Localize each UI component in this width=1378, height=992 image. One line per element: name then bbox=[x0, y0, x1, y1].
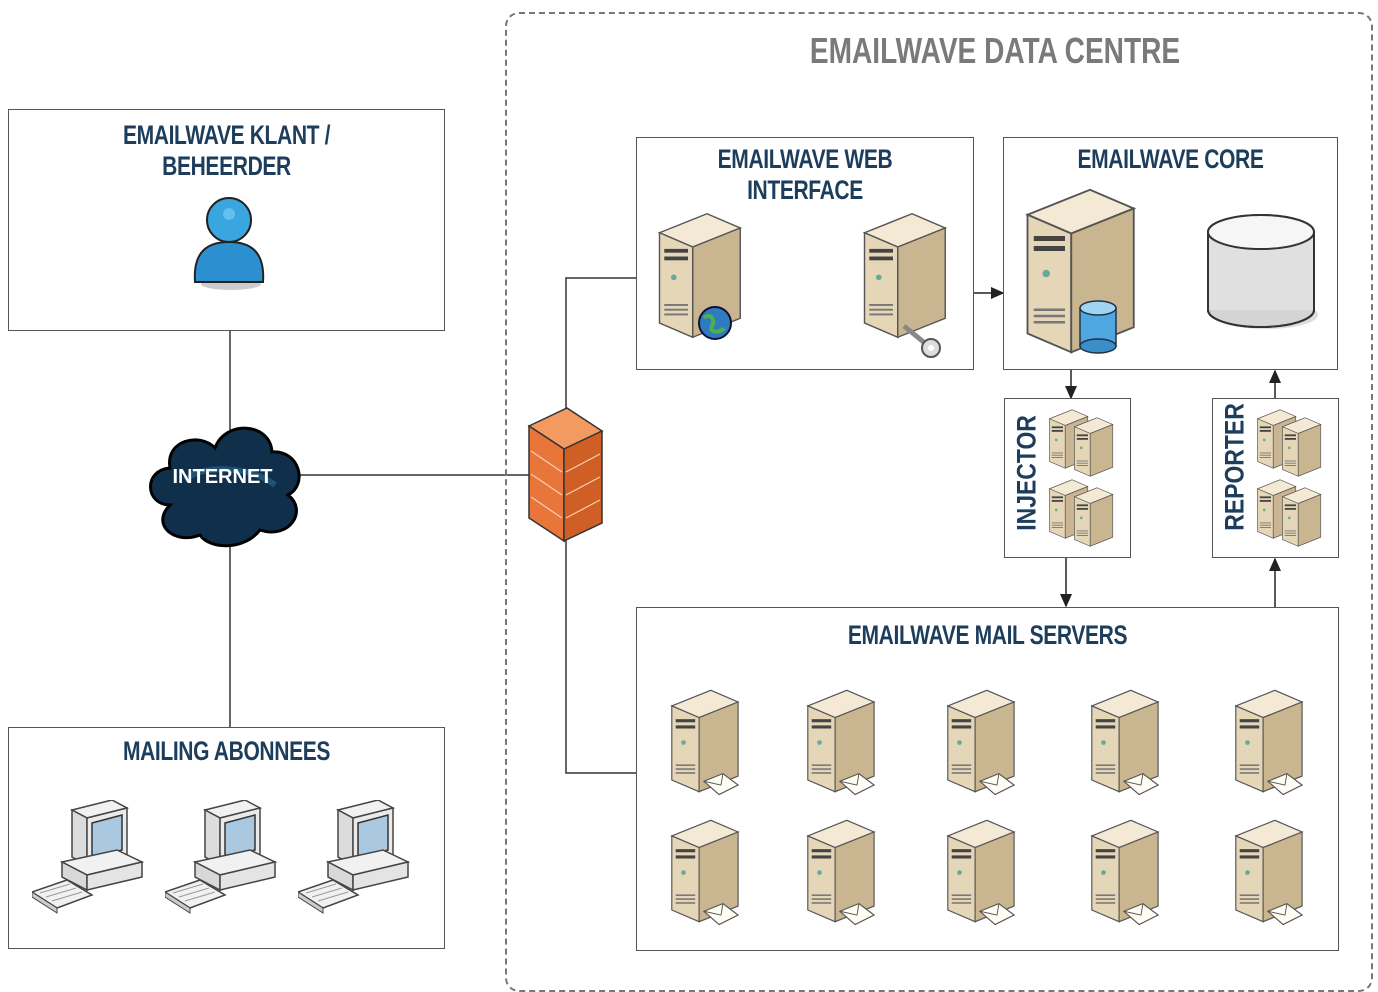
reporter-label: REPORTER bbox=[1219, 403, 1250, 531]
key-icon bbox=[902, 324, 941, 358]
mail-server-icon bbox=[1091, 689, 1159, 796]
mail-server-icon bbox=[1235, 819, 1303, 926]
mail-server-icon bbox=[947, 819, 1015, 926]
core-title: EMAILWAVE CORE bbox=[1077, 144, 1264, 174]
client-box: EMAILWAVE KLANT / BEHEERDER bbox=[8, 109, 445, 331]
internet-label: INTERNET bbox=[172, 466, 273, 488]
mail-servers-title: EMAILWAVE MAIL SERVERS bbox=[847, 620, 1128, 650]
mail-server-icon bbox=[947, 689, 1015, 796]
server-cluster-icon bbox=[1049, 409, 1114, 547]
database-icon bbox=[1207, 214, 1318, 329]
mail-server-icon bbox=[671, 689, 739, 796]
firewall-icon bbox=[527, 407, 604, 543]
web-interface-title: EMAILWAVE WEB INTERFACE bbox=[717, 144, 893, 205]
mail-server-icon bbox=[671, 819, 739, 926]
desktop-computer-icon bbox=[32, 800, 152, 920]
small-database-icon bbox=[1079, 300, 1117, 354]
mail-server-icon bbox=[807, 689, 875, 796]
mail-server-icon bbox=[1235, 689, 1303, 796]
injector-label: INJECTOR bbox=[1011, 415, 1042, 531]
user-icon bbox=[193, 197, 265, 290]
server-cluster-icon bbox=[1257, 409, 1322, 547]
mail-server-icon bbox=[807, 819, 875, 926]
subscribers-title: MAILING ABONNEES bbox=[122, 736, 331, 766]
desktop-computer-icon bbox=[298, 800, 418, 920]
cloud-icon bbox=[149, 426, 301, 548]
data-centre-title: EMAILWAVE DATA CENTRE bbox=[809, 30, 1181, 71]
globe-icon bbox=[698, 306, 732, 340]
mail-server-icon bbox=[1091, 819, 1159, 926]
client-box-title: EMAILWAVE KLANT / BEHEERDER bbox=[122, 120, 331, 181]
desktop-computer-icon bbox=[165, 800, 285, 920]
